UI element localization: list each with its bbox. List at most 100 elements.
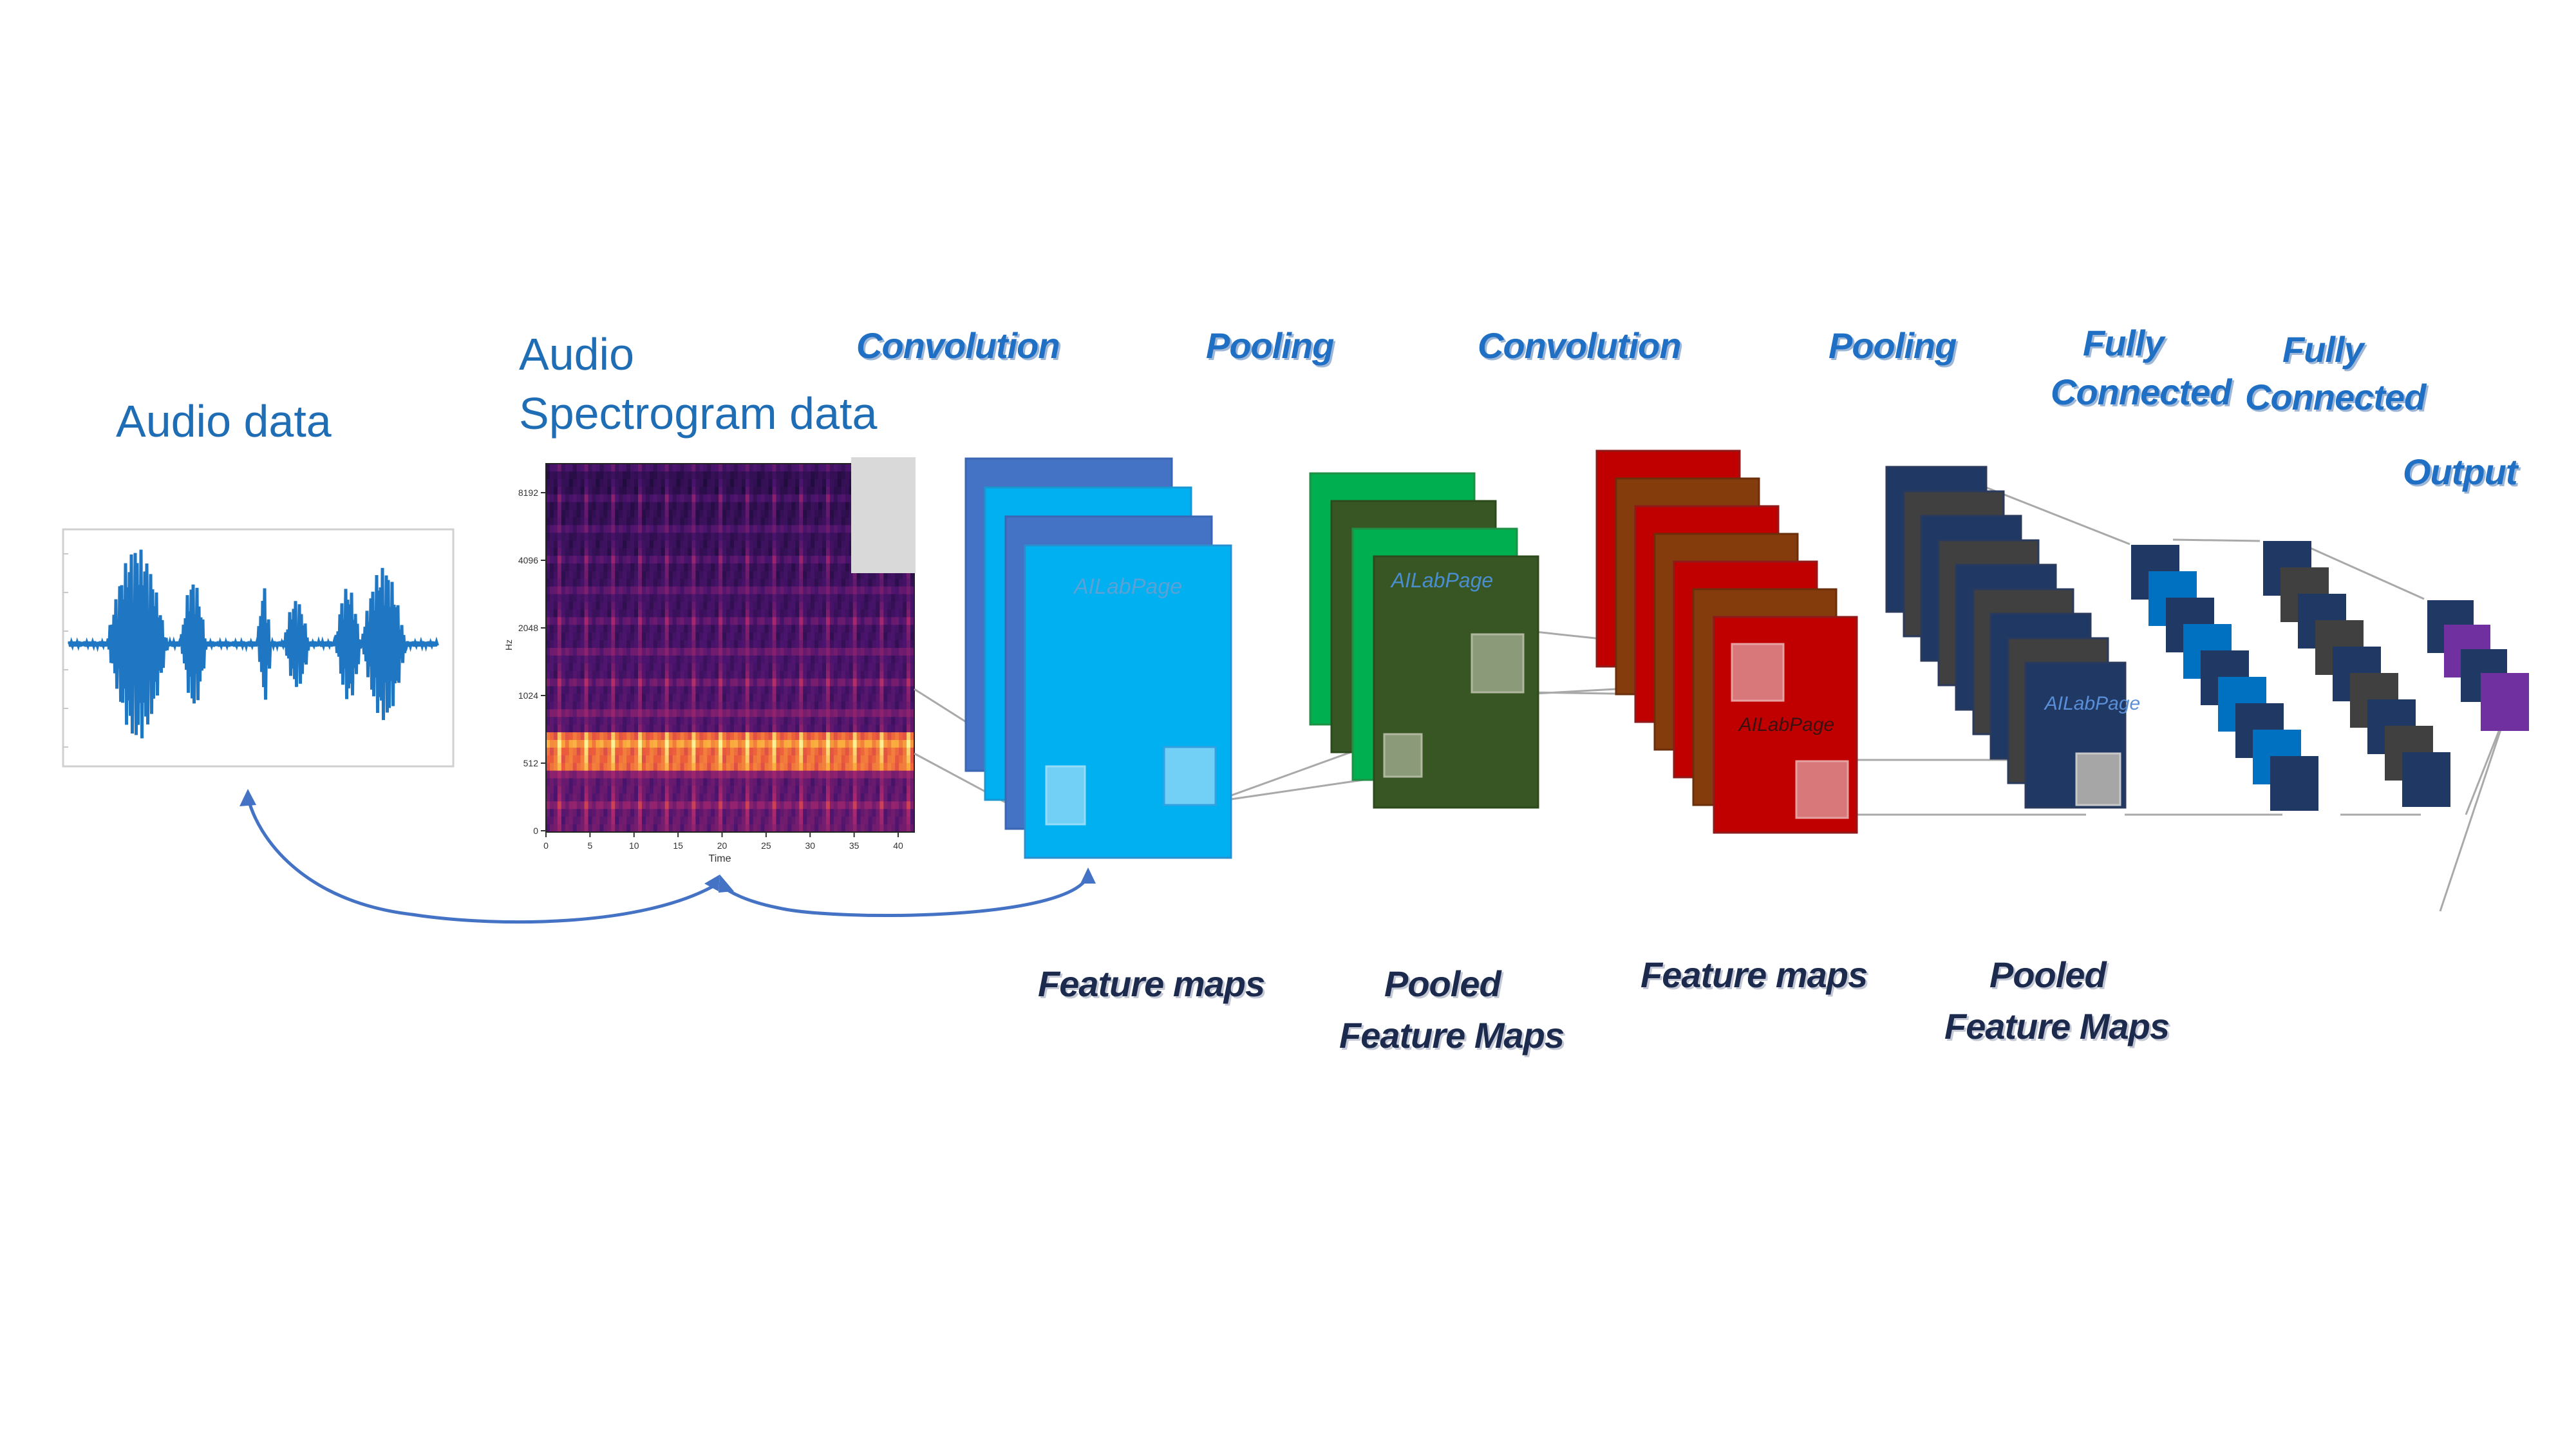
spectrogram-cell: [576, 694, 581, 702]
spectrogram-cell: [561, 556, 566, 564]
spectrogram-cell: [772, 586, 776, 595]
spectrogram-cell: [561, 762, 566, 772]
spectrogram-cell: [615, 663, 619, 672]
spectrogram-cell: [607, 732, 612, 741]
spectrogram-cell: [703, 594, 708, 602]
spectrogram-cell: [799, 617, 804, 625]
spectrogram-cell: [695, 817, 700, 825]
spectrogram-cell: [780, 494, 784, 503]
spectrogram-cell: [688, 678, 692, 687]
spectrogram-cell: [607, 762, 612, 772]
spectrogram-cell: [868, 655, 872, 664]
spectrogram-cell: [557, 617, 562, 625]
spectrogram-cell: [653, 571, 658, 580]
spectrogram-cell: [630, 817, 635, 825]
spectrogram-cell: [664, 486, 670, 495]
spectrogram-cell: [730, 625, 735, 633]
spectrogram-cell: [730, 686, 735, 694]
spectrogram-cell: [807, 778, 811, 786]
spectrogram-cell: [845, 762, 850, 772]
spectrogram-cell: [615, 740, 619, 748]
spectrogram-cell: [638, 709, 643, 717]
spectrogram-cell: [707, 709, 711, 717]
spectrogram-cell: [760, 586, 766, 595]
spectrogram-cell: [899, 578, 903, 587]
spectrogram-cell: [645, 464, 650, 472]
spectrogram-cell: [822, 747, 827, 756]
spectrogram-cell: [719, 709, 723, 717]
spectrogram-cell: [711, 655, 715, 664]
spectrogram-cell: [553, 494, 558, 503]
spectrogram-cell: [726, 770, 731, 779]
spectrogram-cell: [719, 609, 723, 618]
spectrogram-cell: [787, 478, 792, 488]
spectrogram-cell: [733, 694, 738, 702]
spectrogram-cell: [676, 740, 681, 748]
spectrogram-cell: [668, 694, 673, 702]
spectrogram-cell: [695, 556, 700, 564]
spectrogram-cell: [825, 801, 831, 810]
spectrogram-cell: [776, 594, 780, 602]
spectrogram-cell: [864, 686, 869, 694]
spectrogram-cell: [833, 801, 838, 810]
spectrogram-cell: [657, 556, 662, 564]
spectrogram-cell: [684, 770, 688, 779]
spectrogram-cell: [553, 717, 558, 725]
spectrogram-cell: [791, 625, 796, 633]
spectrogram-cell: [615, 578, 619, 587]
spectrogram-cell: [852, 732, 858, 741]
spectrogram-cell: [733, 686, 738, 694]
spectrogram-cell: [841, 701, 846, 710]
spectrogram-cell: [799, 494, 804, 503]
spectrogram-cell: [657, 471, 662, 480]
spectrogram-cell: [664, 640, 670, 649]
spectrogram-cell: [903, 601, 907, 610]
spectrogram-cell: [565, 586, 570, 595]
spectrogram-cell: [856, 625, 861, 633]
spectrogram-cell: [833, 678, 838, 687]
spectrogram-cell: [768, 762, 773, 772]
spectrogram-cell: [719, 625, 723, 633]
spectrogram-cell: [849, 762, 854, 772]
spectrogram-cell: [811, 586, 815, 595]
spectrogram-cell: [799, 793, 804, 802]
spectrogram-cell: [760, 563, 766, 572]
spectrogram-cell: [772, 770, 776, 779]
spectrogram-cell: [561, 494, 566, 503]
spectrogram-cell: [680, 709, 684, 717]
spectrogram-cell: [699, 464, 704, 472]
spectrogram-cell: [872, 663, 876, 672]
spectrogram-cell: [668, 709, 673, 717]
spectrogram-cell: [791, 640, 796, 649]
spectrogram-cell: [799, 732, 804, 741]
spectrogram-cell: [611, 817, 616, 825]
spectrogram-cell: [822, 778, 827, 786]
spectrogram-cell: [753, 663, 758, 672]
spectrogram-cell: [883, 655, 888, 664]
spectrogram-cell: [596, 632, 600, 641]
spectrogram-cell: [899, 747, 903, 756]
spectrogram-cell: [664, 648, 670, 656]
spectrogram-cell: [837, 494, 842, 503]
spectrogram-cell: [741, 655, 746, 664]
spectrogram-cell: [711, 686, 715, 694]
spectrogram-cell: [703, 578, 708, 587]
spectrogram-cell: [626, 563, 631, 572]
spectrogram-cell: [811, 809, 815, 817]
spectrogram-cell: [553, 601, 558, 610]
spectrogram-x-tick-label: 5: [587, 840, 592, 851]
spectrogram-cell: [772, 601, 776, 610]
spectrogram-cell: [845, 824, 850, 833]
spectrogram-cell: [703, 809, 708, 817]
spectrogram-cell: [818, 502, 823, 510]
spectrogram-cell: [811, 778, 815, 786]
spectrogram-cell: [546, 586, 550, 595]
spectrogram-cell: [841, 548, 846, 556]
spectrogram-cell: [657, 701, 662, 710]
spectrogram-cell: [891, 755, 896, 764]
spectrogram-cell: [803, 778, 807, 786]
spectrogram-cell: [611, 648, 616, 656]
spectrogram-cell: [711, 717, 715, 725]
spectrogram-cell: [745, 732, 750, 741]
spectrogram-cell: [764, 525, 769, 533]
